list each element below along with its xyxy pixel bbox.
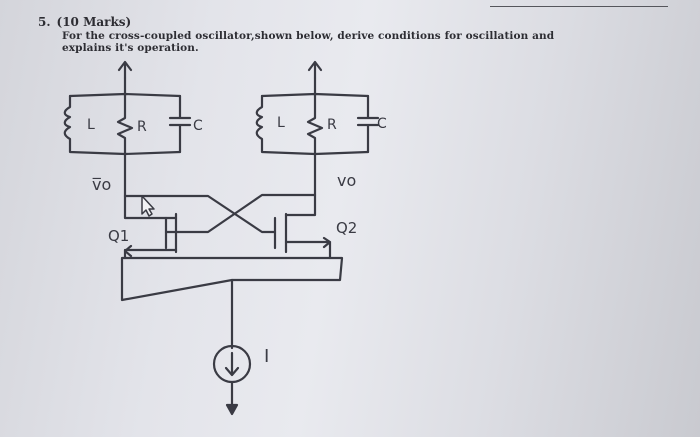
- label-q1: Q1: [108, 227, 129, 245]
- tail-network: [120, 256, 344, 416]
- left-resistor: [116, 76, 134, 198]
- answer-line: [490, 6, 668, 7]
- label-q2: Q2: [336, 219, 357, 237]
- q2-source: [284, 236, 332, 260]
- current-source-arrow: [224, 351, 240, 377]
- transistor-q2: [273, 193, 332, 260]
- question-text-line-2: explains it's operation.: [62, 42, 199, 54]
- left-supply-arrow: [117, 60, 133, 80]
- label-capacitor-right: C: [377, 116, 387, 132]
- question-number: 5.: [38, 15, 51, 29]
- pointer-cursor-icon: [141, 195, 155, 217]
- source-junction-wire: [120, 256, 344, 302]
- label-vout-right: vo: [337, 171, 356, 190]
- right-tank-circuit: [255, 60, 380, 197]
- circuit-labels: L R C L R C v̅o vo Q1 Q2 I: [87, 115, 387, 367]
- q1-source: [123, 244, 178, 260]
- right-drain-to-q1-gate: [164, 193, 317, 234]
- label-capacitor-left: C: [193, 118, 203, 134]
- left-tank-circuit: [63, 60, 192, 198]
- question-block: 5. (10 Marks) For the cross-coupled oscil…: [38, 11, 688, 54]
- right-capacitor: [356, 94, 380, 154]
- q1-drain: [123, 194, 178, 220]
- label-resistor-right: R: [327, 117, 337, 133]
- label-inductor-right: L: [277, 115, 285, 131]
- left-capacitor: [168, 94, 192, 154]
- transistor-q1: [123, 194, 178, 260]
- right-resistor: [306, 76, 324, 197]
- cross-coupling-wires: [123, 193, 317, 234]
- right-supply-arrow: [307, 60, 323, 80]
- label-inductor-left: L: [87, 117, 95, 133]
- label-vout-left: v̅o: [92, 175, 112, 194]
- ground-arrow: [225, 403, 239, 416]
- question-text-line-1: For the cross-coupled oscillator,shown b…: [62, 30, 555, 42]
- label-resistor-left: R: [137, 119, 147, 135]
- label-current-source: I: [264, 346, 269, 367]
- left-inductor: [63, 94, 182, 156]
- question-marks: (10 Marks): [56, 15, 132, 29]
- right-inductor: [255, 94, 370, 156]
- q2-drain: [284, 193, 317, 217]
